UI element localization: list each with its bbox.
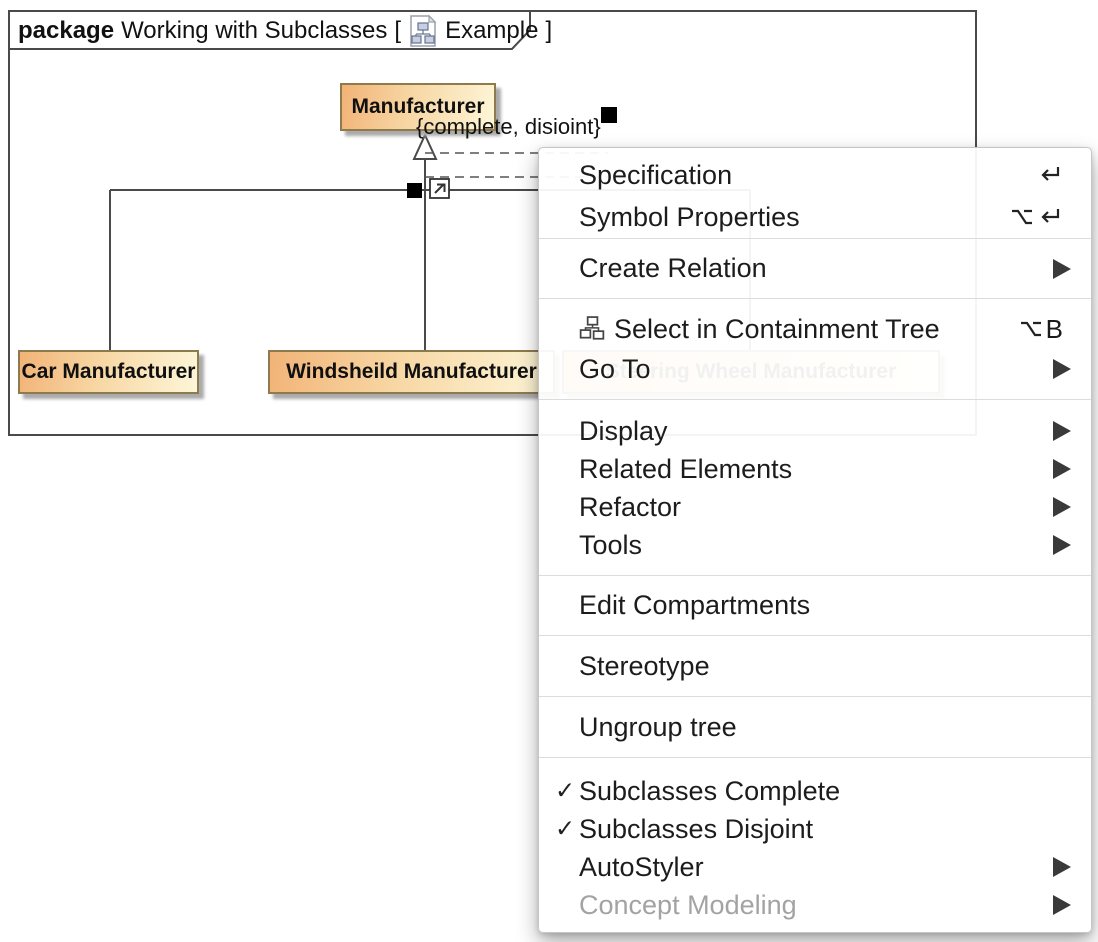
return-key-icon	[1041, 167, 1060, 181]
selection-handle[interactable]	[601, 107, 617, 123]
frame-title: Working with Subclasses	[121, 17, 388, 44]
menu-item-symbol-properties[interactable]: Symbol Properties	[539, 196, 1091, 238]
generalization-set-constraint[interactable]: {complete, disioint}	[416, 114, 601, 139]
submenu-arrow-icon	[1053, 497, 1071, 517]
submenu-arrow-icon	[1053, 421, 1071, 441]
menu-item-stereotype[interactable]: Stereotype	[579, 650, 710, 681]
context-menu: Specification Symbol Properties	[538, 147, 1092, 933]
menu-item-create-relation[interactable]: Create Relation	[539, 239, 1091, 298]
menu-item-select-in-containment-tree[interactable]: Select in Containment Tree B	[539, 309, 1091, 349]
menu-item-refactor[interactable]: Refactor	[539, 488, 1091, 526]
class-box-car-manufacturer[interactable]: Car Manufacturer	[18, 350, 199, 394]
navigate-arrow-icon[interactable]	[429, 178, 450, 199]
menu-separator	[539, 575, 1091, 576]
submenu-arrow-icon	[1053, 359, 1071, 379]
menu-item-tools[interactable]: Tools	[539, 526, 1091, 564]
menu-item-related-elements[interactable]: Related Elements	[539, 450, 1091, 488]
menu-separator	[539, 635, 1091, 636]
submenu-arrow-icon	[1053, 258, 1071, 279]
menu-separator	[539, 238, 1091, 239]
menu-item-edit-compartments[interactable]: Edit Compartments	[579, 590, 811, 620]
menu-item-autostyler[interactable]: AutoStyler	[539, 848, 1091, 886]
selection-handle[interactable]	[407, 183, 422, 198]
menu-item-subclasses-disjoint[interactable]: ✓ Subclasses Disjoint	[555, 813, 814, 844]
menu-separator	[539, 696, 1091, 697]
menu-separator	[539, 298, 1091, 299]
menu-item-specification[interactable]: Specification	[539, 154, 1091, 196]
frame-keyword: package	[18, 17, 115, 44]
return-key-icon	[1041, 209, 1060, 223]
frame-bracket-close: ]	[545, 17, 553, 44]
menu-item-subclasses-complete[interactable]: ✓ Subclasses Complete	[555, 775, 841, 806]
menu-item-concept-modeling: Concept Modeling	[539, 886, 1091, 924]
class-box-manufacturer[interactable]: Manufacturer	[340, 83, 496, 131]
class-diagram-icon	[410, 15, 437, 47]
frame-header-tab	[8, 10, 531, 50]
submenu-arrow-icon	[1053, 459, 1071, 479]
class-box-windsheild-manufacturer[interactable]: Windsheild Manufacturer	[268, 350, 555, 394]
menu-item-go-to[interactable]: Go To	[539, 349, 1091, 389]
frame-diagram-name: Example	[445, 17, 539, 44]
menu-item-ungroup-tree[interactable]: Ungroup tree	[579, 711, 737, 742]
option-key-icon	[1020, 321, 1041, 337]
checkmark-icon: ✓	[555, 815, 576, 843]
class-name: Windsheild Manufacturer	[286, 360, 537, 383]
frame-bracket-open: [	[394, 17, 402, 44]
menu-separator	[539, 757, 1091, 758]
option-key-icon	[1012, 209, 1032, 225]
menu-item-display[interactable]: Display	[539, 412, 1091, 450]
submenu-arrow-icon	[1053, 857, 1071, 877]
submenu-arrow-icon	[1053, 895, 1071, 915]
class-name: Car Manufacturer	[21, 360, 196, 383]
frame-header: package Working with Subclasses [ Exampl…	[18, 14, 552, 48]
menu-separator	[539, 399, 1091, 400]
class-name: Manufacturer	[351, 95, 485, 118]
submenu-arrow-icon	[1053, 535, 1071, 555]
containment-tree-icon	[579, 316, 605, 340]
checkmark-icon: ✓	[555, 777, 576, 805]
